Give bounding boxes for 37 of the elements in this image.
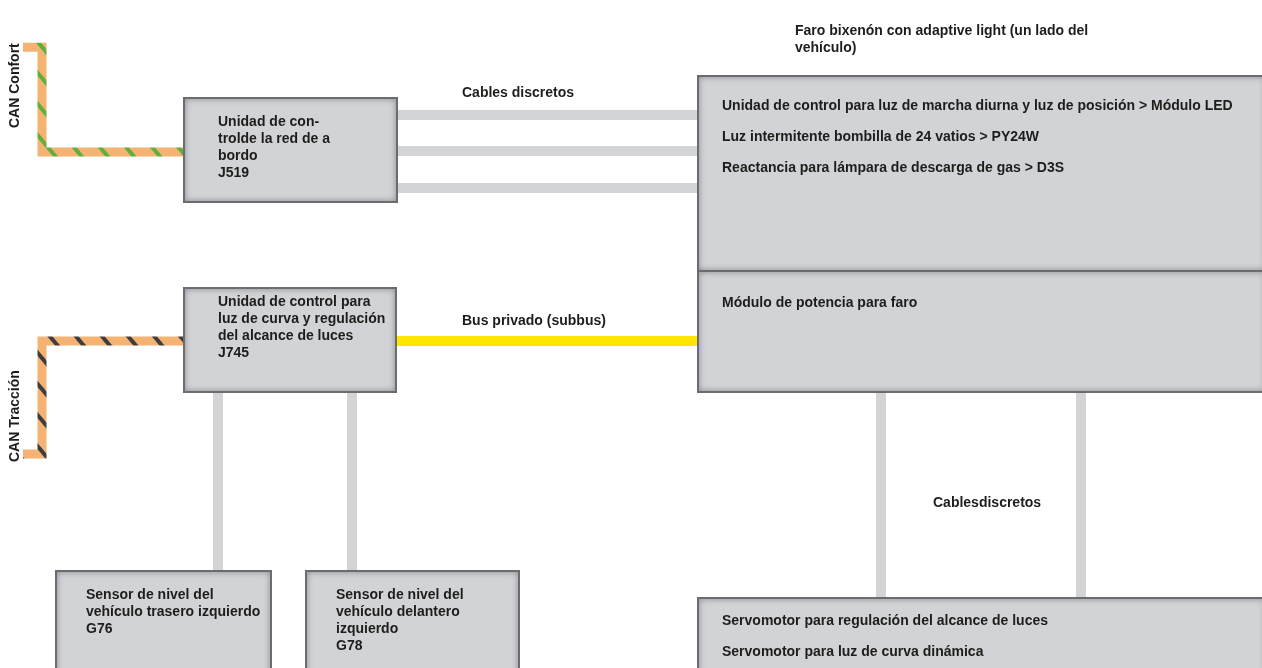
module-box — [183, 97, 398, 203]
cable-line — [1076, 393, 1086, 597]
module-box — [305, 570, 520, 668]
part-number: J519 — [218, 164, 251, 181]
can-bus-line — [23, 336, 183, 459]
cable-label: Bus privado (subbus) — [462, 312, 606, 329]
module-name: Unidad de control para luz de marcha diurna y luz de posición > Módulo LED — [722, 97, 1234, 114]
cable-line — [398, 183, 697, 193]
module-box — [55, 570, 272, 668]
module-name: Servomotor para regulación del alcance de luces — [722, 612, 1049, 629]
cable-label: Cablesdiscretos — [933, 494, 1042, 511]
module-box — [697, 270, 1262, 393]
module-name: Unidad de control para luz de curva y regulación del alcance de luces — [218, 293, 387, 344]
module-name: Reactancia para lámpara de descarga de gas > D3S — [722, 159, 1065, 176]
module-name: Unidad de con- trolde la red de a bordo — [218, 113, 332, 164]
group-heading: Faro bixenón con adaptive light (un lado del vehículo) — [795, 22, 1090, 56]
cable-line — [398, 110, 697, 120]
can-bus-line — [23, 42, 183, 157]
module-name: Luz intermitente bombilla de 24 vatios > PY24W — [722, 128, 1041, 145]
cable-line — [347, 393, 357, 570]
part-number: G76 — [86, 620, 114, 637]
cable-line — [213, 393, 223, 570]
module-name: Sensor de nivel del vehículo trasero izquierdo — [86, 586, 261, 620]
bus-label: CAN Confort — [6, 43, 23, 128]
part-number: G78 — [336, 637, 364, 654]
module-box — [697, 75, 1262, 272]
cable-label: Cables discretos — [462, 84, 575, 101]
module-name: Servomotor para luz de curva dinámica — [722, 643, 985, 660]
module-name: Módulo de potencia para faro — [722, 294, 919, 311]
cable-line — [876, 393, 886, 597]
module-name: Sensor de nivel del vehículo delantero izquierdo — [336, 586, 465, 637]
module-box — [697, 597, 1262, 668]
part-number: J745 — [218, 344, 251, 361]
module-box — [183, 287, 397, 393]
cable-line — [397, 336, 697, 346]
cable-line — [398, 146, 697, 156]
bus-label: CAN Tracción — [6, 370, 23, 462]
